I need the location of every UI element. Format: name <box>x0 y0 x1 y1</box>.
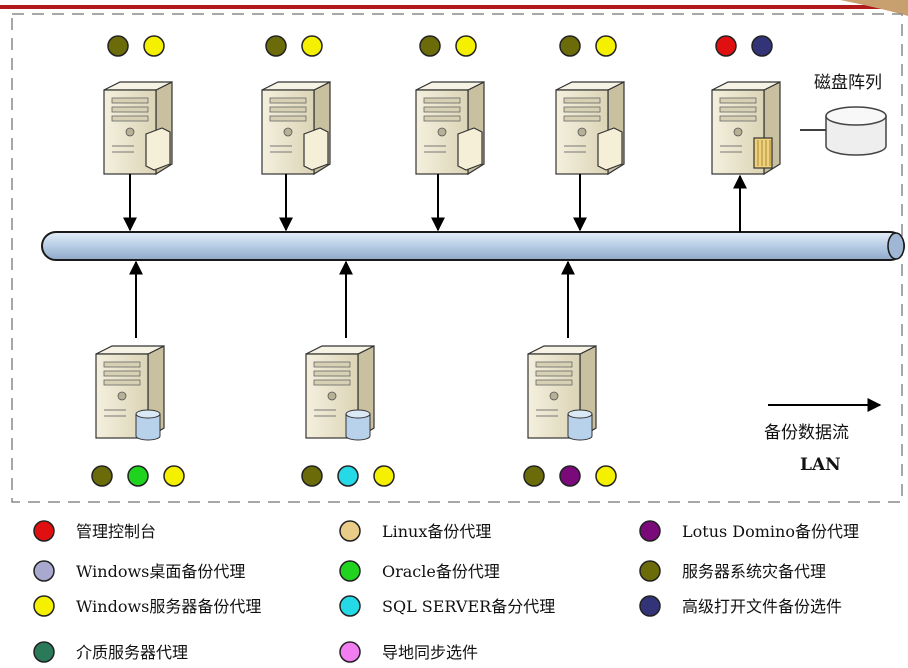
legend-swatch <box>33 595 55 617</box>
document-icon <box>145 127 171 171</box>
top-server-2 <box>261 81 331 176</box>
top-server-1 <box>103 81 173 176</box>
legend-swatch <box>339 560 361 582</box>
bottom-server-1-agent-dot <box>127 465 149 487</box>
media-server-agent-dot <box>751 35 773 57</box>
legend-label: Linux备份代理 <box>382 522 491 541</box>
legend-item: Windows桌面备份代理 <box>33 560 245 582</box>
legend-item: Windows服务器备份代理 <box>33 595 261 617</box>
legend-label: Windows桌面备份代理 <box>76 562 245 581</box>
legend-label: Oracle备份代理 <box>382 562 500 581</box>
legend-label: 管理控制台 <box>76 522 156 541</box>
bottom-server-2 <box>305 345 375 441</box>
top-server-1-agent-dot <box>143 35 165 57</box>
bottom-server-3-agent-dot <box>523 465 545 487</box>
top-server-4-agent-dot <box>559 35 581 57</box>
tape-icon <box>753 137 773 169</box>
flow-label: 备份数据流 <box>764 423 849 443</box>
legend-label: SQL SERVER备分代理 <box>382 597 555 616</box>
legend-item: Linux备份代理 <box>339 520 491 542</box>
top-server-1-agent-dot <box>107 35 129 57</box>
legend-swatch <box>639 520 661 542</box>
legend-item: Lotus Domino备份代理 <box>639 520 859 542</box>
legend-item: 导地同步选件 <box>339 641 478 663</box>
legend-label: Windows服务器备份代理 <box>76 597 261 616</box>
legend-swatch <box>339 595 361 617</box>
legend-label: 高级打开文件备份选件 <box>682 597 842 616</box>
legend-swatch <box>33 641 55 663</box>
legend-label: 服务器系统灾备代理 <box>682 562 826 581</box>
legend-label: 导地同步选件 <box>382 643 478 662</box>
bottom-server-2-agent-dot <box>373 465 395 487</box>
document-icon <box>303 127 329 171</box>
document-icon <box>597 127 623 171</box>
bottom-server-1-agent-dot <box>91 465 113 487</box>
bottom-server-1 <box>95 345 165 441</box>
legend-label: Lotus Domino备份代理 <box>682 522 859 541</box>
legend-label: 介质服务器代理 <box>76 643 188 662</box>
legend-item: 高级打开文件备份选件 <box>639 595 842 617</box>
database-icon <box>567 409 593 441</box>
bottom-server-1-agent-dot <box>163 465 185 487</box>
disk-array-label: 磁盘阵列 <box>814 73 882 93</box>
top-server-4 <box>555 81 625 176</box>
top-server-4-agent-dot <box>595 35 617 57</box>
top-server-3 <box>415 81 485 176</box>
top-server-3-agent-dot <box>455 35 477 57</box>
legend-swatch <box>339 641 361 663</box>
document-icon <box>457 127 483 171</box>
lan-label: LAN <box>800 455 841 475</box>
legend-item: 服务器系统灾备代理 <box>639 560 826 582</box>
legend-item: Oracle备份代理 <box>339 560 500 582</box>
top-banner-decoration <box>840 0 908 16</box>
bottom-server-3 <box>527 345 597 441</box>
lan-bus <box>41 231 905 261</box>
bottom-server-3-agent-dot <box>595 465 617 487</box>
legend-swatch <box>33 560 55 582</box>
top-server-2-agent-dot <box>301 35 323 57</box>
legend-swatch <box>33 520 55 542</box>
database-icon <box>345 409 371 441</box>
bottom-server-3-agent-dot <box>559 465 581 487</box>
legend-swatch <box>339 520 361 542</box>
bottom-server-2-agent-dot <box>301 465 323 487</box>
bottom-server-2-agent-dot <box>337 465 359 487</box>
network-boundary-frame <box>11 13 903 503</box>
disk-array-icon <box>800 106 887 156</box>
legend-item: 介质服务器代理 <box>33 641 188 663</box>
legend-item: 管理控制台 <box>33 520 156 542</box>
media-server <box>711 81 781 176</box>
legend: 管理控制台 Linux备份代理 Lotus Domino备份代理 Windows桌面备… <box>33 520 859 663</box>
database-icon <box>135 409 161 441</box>
legend-swatch <box>639 560 661 582</box>
legend-item: SQL SERVER备分代理 <box>339 595 555 617</box>
media-server-agent-dot <box>715 35 737 57</box>
top-server-2-agent-dot <box>265 35 287 57</box>
top-server-3-agent-dot <box>419 35 441 57</box>
legend-swatch <box>639 595 661 617</box>
